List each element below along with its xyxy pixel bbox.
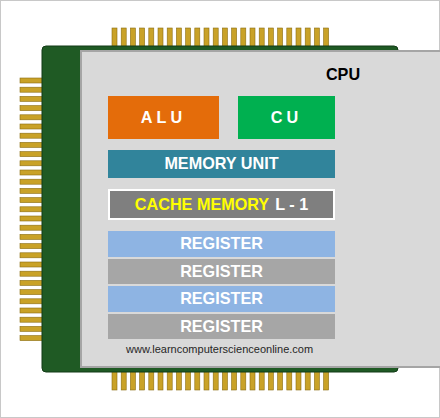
chip-pin	[314, 28, 319, 48]
chip-pin	[158, 28, 163, 48]
chip-pin	[20, 244, 44, 249]
alu-box: ALU	[108, 96, 219, 139]
chip-pin	[20, 96, 44, 101]
chip-pin	[20, 106, 44, 111]
chip-pin	[259, 28, 264, 48]
watermark: www.learncomputerscienceonline.com	[126, 343, 313, 355]
chip-pin	[20, 133, 44, 138]
cache-memory-box: CACHE MEMORY L - 1	[108, 189, 335, 220]
chip-pin	[241, 28, 246, 48]
chip-pin	[287, 28, 292, 48]
chip-pin	[20, 198, 44, 203]
chip-pin	[259, 370, 264, 390]
chip-pin	[167, 370, 172, 390]
chip-pin	[121, 28, 126, 48]
chip-pin	[20, 161, 44, 166]
chip-pin	[268, 370, 273, 390]
box-label: CACHE MEMORY	[135, 196, 269, 214]
chip-pin	[278, 370, 283, 390]
box-label: CPU	[326, 66, 360, 84]
box-label: REGISTER	[180, 318, 263, 336]
chip-pin	[130, 28, 135, 48]
box-label: REGISTER	[180, 263, 263, 281]
chip-pin	[20, 179, 44, 184]
register-box: REGISTER	[108, 314, 335, 339]
chip-pin	[250, 28, 255, 48]
chip-pin	[268, 28, 273, 48]
chip-pin	[20, 317, 44, 322]
chip-pin	[324, 28, 329, 48]
box-label: MEMORY UNIT	[164, 155, 278, 173]
chip-pin	[20, 152, 44, 157]
chip-pin	[20, 216, 44, 221]
cu-box: CU	[238, 96, 335, 139]
chip-pin	[20, 188, 44, 193]
chip-pin	[232, 370, 237, 390]
chip-pin	[176, 28, 181, 48]
chip-pin	[222, 370, 227, 390]
chip-pin	[20, 299, 44, 304]
chip-pin	[204, 28, 209, 48]
chip-pin	[20, 280, 44, 285]
chip-pin	[195, 370, 200, 390]
chip-pin	[20, 225, 44, 230]
chip-pin	[20, 234, 44, 239]
chip-pin	[149, 28, 154, 48]
box-label: ALU	[141, 109, 186, 127]
chip-pin	[186, 28, 191, 48]
chip-pin	[20, 78, 44, 83]
chip-pin	[20, 253, 44, 258]
box-label: REGISTER	[180, 290, 263, 308]
chip-pin	[20, 115, 44, 120]
chip-pin	[20, 207, 44, 212]
chip-pin	[130, 370, 135, 390]
chip-pin	[112, 28, 117, 48]
chip-pin	[158, 370, 163, 390]
chip-pin	[305, 28, 310, 48]
chip-pin	[20, 308, 44, 313]
chip-pin	[241, 370, 246, 390]
chip-pin	[222, 28, 227, 48]
chip-pin	[213, 28, 218, 48]
memory-unit-box: MEMORY UNIT	[108, 150, 335, 178]
chip-pin	[167, 28, 172, 48]
chip-pin	[20, 170, 44, 175]
chip-pin	[20, 142, 44, 147]
chip-pin	[287, 370, 292, 390]
chip-pin	[232, 28, 237, 48]
chip-pin	[112, 370, 117, 390]
chip-pin	[149, 370, 154, 390]
chip-pin	[296, 370, 301, 390]
chip-pin	[296, 28, 301, 48]
chip-pin	[204, 370, 209, 390]
chip-pin	[20, 87, 44, 92]
chip-pin	[195, 28, 200, 48]
chip-pin	[20, 290, 44, 295]
chip-pin	[213, 370, 218, 390]
chip-pin	[324, 370, 329, 390]
chip-pin	[140, 28, 145, 48]
chip-pin	[20, 271, 44, 276]
chip-pin	[121, 370, 126, 390]
chip-pin	[20, 336, 44, 341]
chip-pin	[20, 124, 44, 129]
chip-pin	[305, 370, 310, 390]
register-box: REGISTER	[108, 231, 335, 257]
register-box: REGISTER	[108, 259, 335, 284]
chip-pin	[176, 370, 181, 390]
cpu-die: CPU ALU CU MEMORY UNIT CACHE MEMORY L - 1 REGI…	[80, 50, 440, 368]
chip-pin	[140, 370, 145, 390]
box-label: REGISTER	[180, 235, 263, 253]
chip-pin	[250, 370, 255, 390]
chip-pin	[20, 326, 44, 331]
box-sublabel: L - 1	[275, 196, 308, 214]
register-box: REGISTER	[108, 286, 335, 312]
chip-pin	[314, 370, 319, 390]
chip-pin	[186, 370, 191, 390]
chip-pin	[20, 262, 44, 267]
chip-pin	[278, 28, 283, 48]
box-label: CU	[271, 109, 302, 127]
